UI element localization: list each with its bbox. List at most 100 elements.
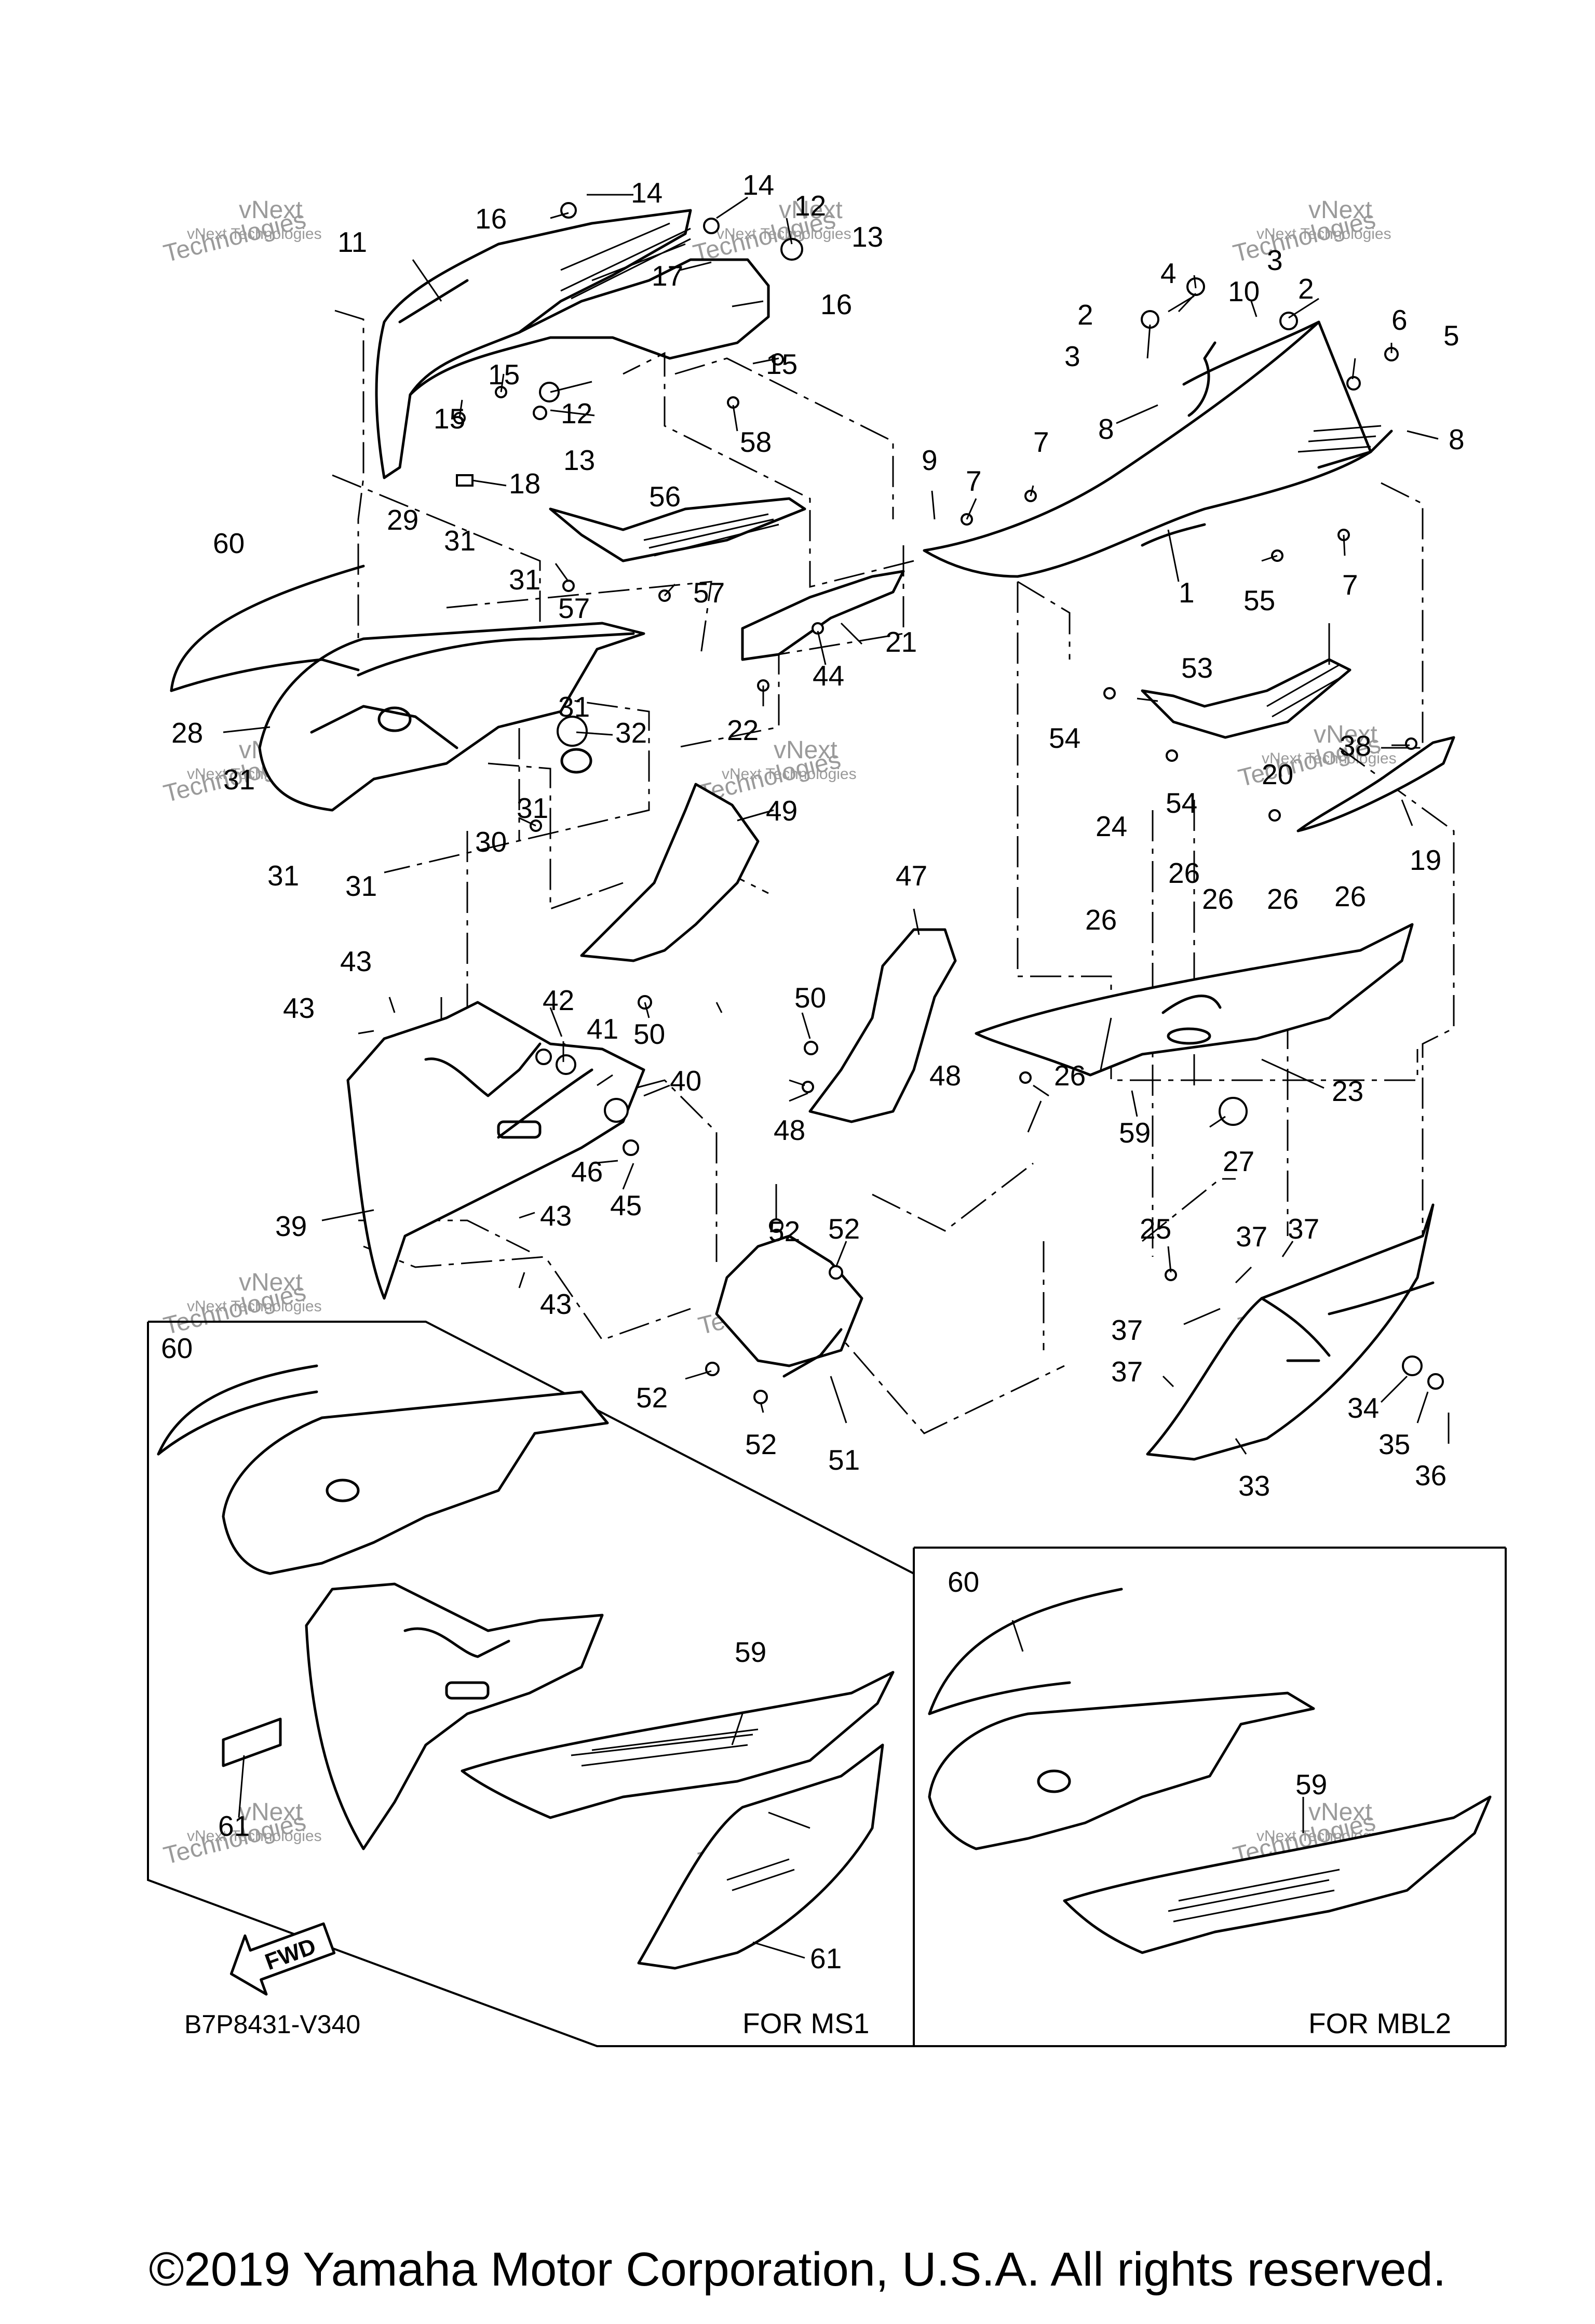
watermark-text: vNext Technologies xyxy=(1256,225,1391,243)
callout-52: 52 xyxy=(745,1428,777,1460)
callout-16: 16 xyxy=(820,288,852,320)
callout-37: 37 xyxy=(1236,1220,1267,1253)
watermark-text: vNext xyxy=(779,196,843,224)
callout-43: 43 xyxy=(340,945,372,977)
callout-42: 42 xyxy=(543,984,574,1016)
callout-8: 8 xyxy=(1449,423,1465,455)
callout-45: 45 xyxy=(610,1189,642,1221)
watermark-text: Technologies xyxy=(1231,206,1378,267)
callout-15: 15 xyxy=(434,402,465,435)
callout-44: 44 xyxy=(813,660,844,692)
callout-26: 26 xyxy=(1334,880,1366,912)
callout-12: 12 xyxy=(561,397,592,429)
callout-36: 36 xyxy=(1415,1459,1447,1492)
callout-31: 31 xyxy=(345,870,377,902)
watermark-text: vNext Technologies xyxy=(187,1298,322,1315)
callout-26: 26 xyxy=(1085,904,1117,936)
callout-23: 23 xyxy=(1332,1075,1363,1107)
watermark-text: vNext xyxy=(239,1269,303,1296)
callout-60: 60 xyxy=(948,1566,979,1598)
callout-26: 26 xyxy=(1168,857,1200,889)
callout-48: 48 xyxy=(774,1114,805,1146)
watermark-text: vNext xyxy=(1308,196,1372,224)
callout-50: 50 xyxy=(794,982,826,1014)
callout-60: 60 xyxy=(213,527,245,559)
bracket-21 xyxy=(741,570,905,661)
callout-31: 31 xyxy=(558,691,590,723)
callout-59: 59 xyxy=(1119,1117,1151,1149)
callout-37: 37 xyxy=(1111,1355,1143,1388)
callout-37: 37 xyxy=(1288,1213,1319,1245)
callout-31: 31 xyxy=(223,763,255,796)
callout-31: 31 xyxy=(444,525,476,557)
callout-7: 7 xyxy=(966,465,982,497)
callout-48: 48 xyxy=(929,1059,961,1092)
callout-59: 59 xyxy=(1295,1768,1327,1801)
callout-2: 2 xyxy=(1077,299,1093,331)
callout-31: 31 xyxy=(517,792,548,824)
callout-39: 39 xyxy=(275,1210,307,1242)
callout-52: 52 xyxy=(828,1213,860,1245)
callout-33: 33 xyxy=(1238,1470,1270,1502)
ms1-variant-box xyxy=(147,1321,1507,2047)
callout-7: 7 xyxy=(1033,426,1049,458)
callout-27: 27 xyxy=(1223,1145,1254,1177)
lower-cowl-39 xyxy=(346,1001,645,1300)
callout-26: 26 xyxy=(1202,883,1234,915)
watermark-text: vNext Technologies xyxy=(722,765,857,783)
callout-numbers: 1 2 2 3 3 4 5 6 7 7 7 8 8 9 10 11 12 12 … xyxy=(161,169,1465,1974)
callout-28: 28 xyxy=(171,717,203,749)
callout-22: 22 xyxy=(727,714,759,746)
callout-38: 38 xyxy=(1340,730,1371,762)
callout-12: 12 xyxy=(794,190,826,222)
callout-41: 41 xyxy=(587,1013,618,1045)
callout-4: 4 xyxy=(1160,257,1177,289)
callout-17: 17 xyxy=(652,260,683,292)
callout-15: 15 xyxy=(766,348,798,380)
fwd-arrow: FWD xyxy=(229,1922,336,1996)
side-panel-23 xyxy=(975,923,1414,1077)
fasteners xyxy=(453,202,1444,1404)
callout-47: 47 xyxy=(896,859,927,892)
callout-51: 51 xyxy=(828,1444,860,1476)
callout-40: 40 xyxy=(670,1065,701,1097)
callout-6: 6 xyxy=(1391,304,1408,336)
callout-14: 14 xyxy=(631,177,663,209)
variant-label-ms1: FOR MS1 xyxy=(742,2007,869,2039)
callout-61: 61 xyxy=(810,1942,842,1974)
copyright-notice: ©2019 Yamaha Motor Corporation, U.S.A. A… xyxy=(148,2243,1447,2296)
callout-20: 20 xyxy=(1262,758,1293,790)
watermark-text: vNext xyxy=(774,736,837,764)
mbl2-variant-box xyxy=(928,1588,1492,1954)
watermark-text: vNext Technologies xyxy=(717,225,851,243)
variant-label-mbl2: FOR MBL2 xyxy=(1308,2007,1451,2039)
callout-54: 54 xyxy=(1166,787,1197,819)
callout-30: 30 xyxy=(475,826,507,858)
diagram-code: B7P8431-V340 xyxy=(184,2010,360,2039)
callout-56: 56 xyxy=(649,480,681,513)
watermark-text: vNext xyxy=(239,1798,303,1826)
callout-34: 34 xyxy=(1347,1392,1379,1424)
callout-11: 11 xyxy=(337,226,367,258)
upper-cowling-assembly xyxy=(375,209,770,487)
watermark-text: vNext Technologies xyxy=(187,1828,322,1845)
callout-8: 8 xyxy=(1098,413,1114,445)
callout-19: 19 xyxy=(1410,844,1441,876)
side-cowl-assembly xyxy=(923,320,1393,578)
callout-52: 52 xyxy=(768,1215,800,1247)
callout-9: 9 xyxy=(922,444,938,476)
callout-29: 29 xyxy=(387,504,418,536)
callout-50: 50 xyxy=(633,1018,665,1050)
callout-3: 3 xyxy=(1064,340,1080,372)
inner-panel-47 xyxy=(808,928,957,1123)
watermark-text: vNext xyxy=(239,196,303,224)
callout-5: 5 xyxy=(1443,319,1459,352)
callout-24: 24 xyxy=(1096,810,1127,842)
callout-53: 53 xyxy=(1181,652,1213,684)
watermark-text: vNext Technologies xyxy=(1262,750,1397,767)
callout-58: 58 xyxy=(740,426,772,458)
inner-panel-49 xyxy=(580,783,760,962)
callout-18: 18 xyxy=(509,467,540,500)
callout-13: 13 xyxy=(563,444,595,476)
